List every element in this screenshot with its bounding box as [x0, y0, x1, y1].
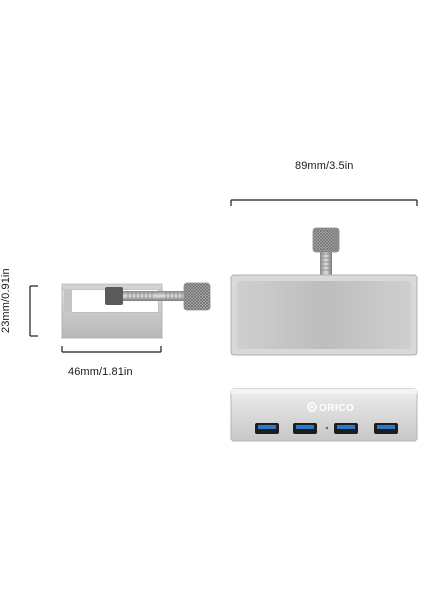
height-dimension-line [29, 285, 38, 337]
status-led [325, 426, 329, 430]
usb-port-4 [374, 423, 398, 434]
depth-dimension-line [61, 346, 162, 353]
usb-port-3 [334, 423, 358, 434]
hub-top-view [230, 227, 418, 356]
clamp-side-view [61, 282, 211, 339]
width-dimension-label: 89mm/3.5in [295, 160, 354, 172]
depth-dimension-label: 46mm/1.81in [68, 366, 133, 378]
usb-port-1 [255, 423, 279, 434]
orico-logo: ORICO [307, 402, 354, 414]
hub-front-view: ORICO [230, 388, 418, 442]
orico-logo-text: ORICO [319, 403, 354, 414]
usb-port-2 [293, 423, 317, 434]
width-dimension-line [230, 199, 418, 206]
